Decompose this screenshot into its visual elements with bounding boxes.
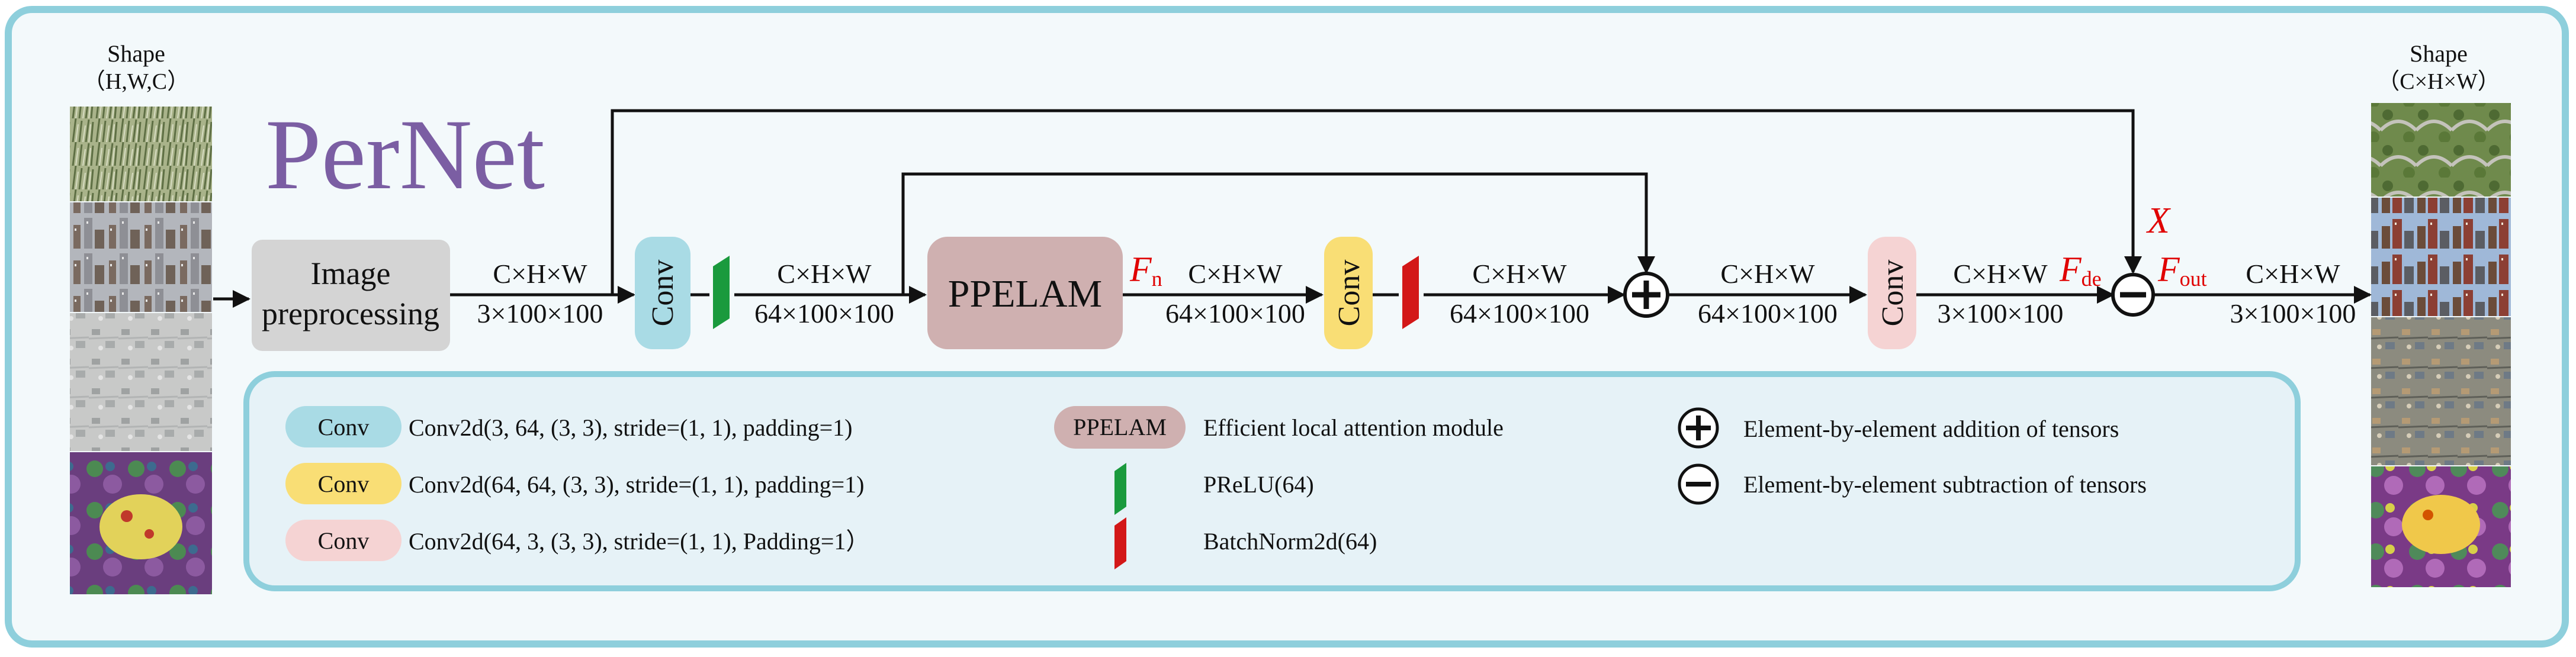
dim-after-conv2-top: C×H×W (1472, 259, 1567, 289)
output-shape-heading: Shape (2410, 40, 2468, 67)
plus-circle-icon (1623, 272, 1669, 318)
dim-after-add-bottom: 64×100×100 (1698, 298, 1838, 328)
conv3-label: Conv (1876, 260, 1910, 327)
legend-conv-pink-chip-label: Conv (318, 527, 370, 554)
legend-batchnorm-text: BatchNorm2d(64) (1203, 528, 1377, 555)
input-image-grass (70, 107, 212, 201)
legend-prelu-text: PReLU(64) (1203, 471, 1314, 498)
symbol-x: X (2145, 201, 2171, 241)
legend-plus-icon (1678, 407, 1719, 449)
output-image-bridge (2371, 103, 2511, 197)
conv1-label: Conv (646, 260, 680, 327)
input-shape-heading: Shape (107, 40, 165, 67)
preprocessing-label-line2: preprocessing (262, 296, 439, 331)
input-image-city (70, 202, 212, 312)
legend-sub-text: Element-by-element subtraction of tensor… (1743, 471, 2147, 498)
preprocessing-label-line1: Image (311, 256, 391, 291)
input-images (70, 107, 212, 594)
dim-after-ppelam-bottom: 64×100×100 (1165, 298, 1305, 328)
preprocessing-block (252, 240, 450, 351)
dim-after-conv2-bottom: 64×100×100 (1450, 298, 1589, 328)
dim-after-conv1-top: C×H×W (777, 259, 872, 289)
legend-ppelam-text: Efficient local attention module (1203, 414, 1504, 441)
dim-after-conv3-bottom: 3×100×100 (1938, 298, 2064, 328)
legend-add-text: Element-by-element addition of tensors (1743, 416, 2119, 442)
dim-after-ppelam-top: C×H×W (1188, 259, 1283, 289)
input-shape-dims: （H,W,C） (83, 69, 189, 94)
dim-after-conv3-top: C×H×W (1953, 259, 2048, 289)
prelu-parallelogram-icon (713, 256, 730, 329)
legend-conv-blue-chip (285, 406, 402, 447)
symbol-fde: Fde (2059, 250, 2102, 291)
input-image-aerial (70, 313, 212, 451)
legend-conv-yellow-chip-label: Conv (318, 471, 370, 497)
ppelam-block (927, 237, 1123, 349)
dim-after-pre-bottom: 3×100×100 (477, 298, 603, 328)
conv1-block (635, 237, 690, 349)
legend-prelu-icon (1114, 463, 1126, 515)
output-images (2371, 103, 2511, 587)
dim-output-top: C×H×W (2246, 259, 2340, 289)
minus-circle-icon (2111, 273, 2155, 317)
dim-after-pre-top: C×H×W (493, 259, 587, 289)
output-image-aerial (2371, 317, 2511, 465)
dim-after-conv1-bottom: 64×100×100 (754, 298, 894, 328)
dim-output-bottom: 3×100×100 (2230, 298, 2356, 328)
conv2-label: Conv (1332, 260, 1366, 327)
output-image-city (2371, 198, 2511, 316)
dim-after-add-top: C×H×W (1720, 259, 1815, 289)
legend-minus-icon (1678, 463, 1719, 505)
legend-conv-pink-chip (285, 520, 402, 561)
symbol-fout: Fout (2157, 250, 2207, 291)
legend-conv-pink-text: Conv2d(64, 3, (3, 3), stride=(1, 1), Pad… (409, 528, 869, 555)
conv2-block (1324, 237, 1373, 349)
legend-panel (243, 371, 2301, 591)
conv3-block (1868, 237, 1916, 349)
legend-ppelam-chip-label: PPELAM (1073, 414, 1167, 440)
figure-title: PerNet (265, 99, 545, 210)
legend-conv-yellow-chip (285, 463, 402, 504)
ppelam-label: PPELAM (948, 272, 1102, 315)
batchnorm-parallelogram-icon (1402, 256, 1419, 329)
legend-conv-yellow-text: Conv2d(64, 64, (3, 3), stride=(1, 1), pa… (409, 471, 864, 498)
legend-conv-blue-chip-label: Conv (318, 414, 370, 440)
symbol-fn: Fn (1129, 250, 1162, 291)
legend-conv-blue-text: Conv2d(3, 64, (3, 3), stride=(1, 1), pad… (409, 414, 852, 441)
legend-ppelam-chip (1054, 406, 1186, 449)
output-shape-dims: （C×H×W） (2377, 69, 2500, 94)
legend-batchnorm-icon (1114, 517, 1126, 569)
